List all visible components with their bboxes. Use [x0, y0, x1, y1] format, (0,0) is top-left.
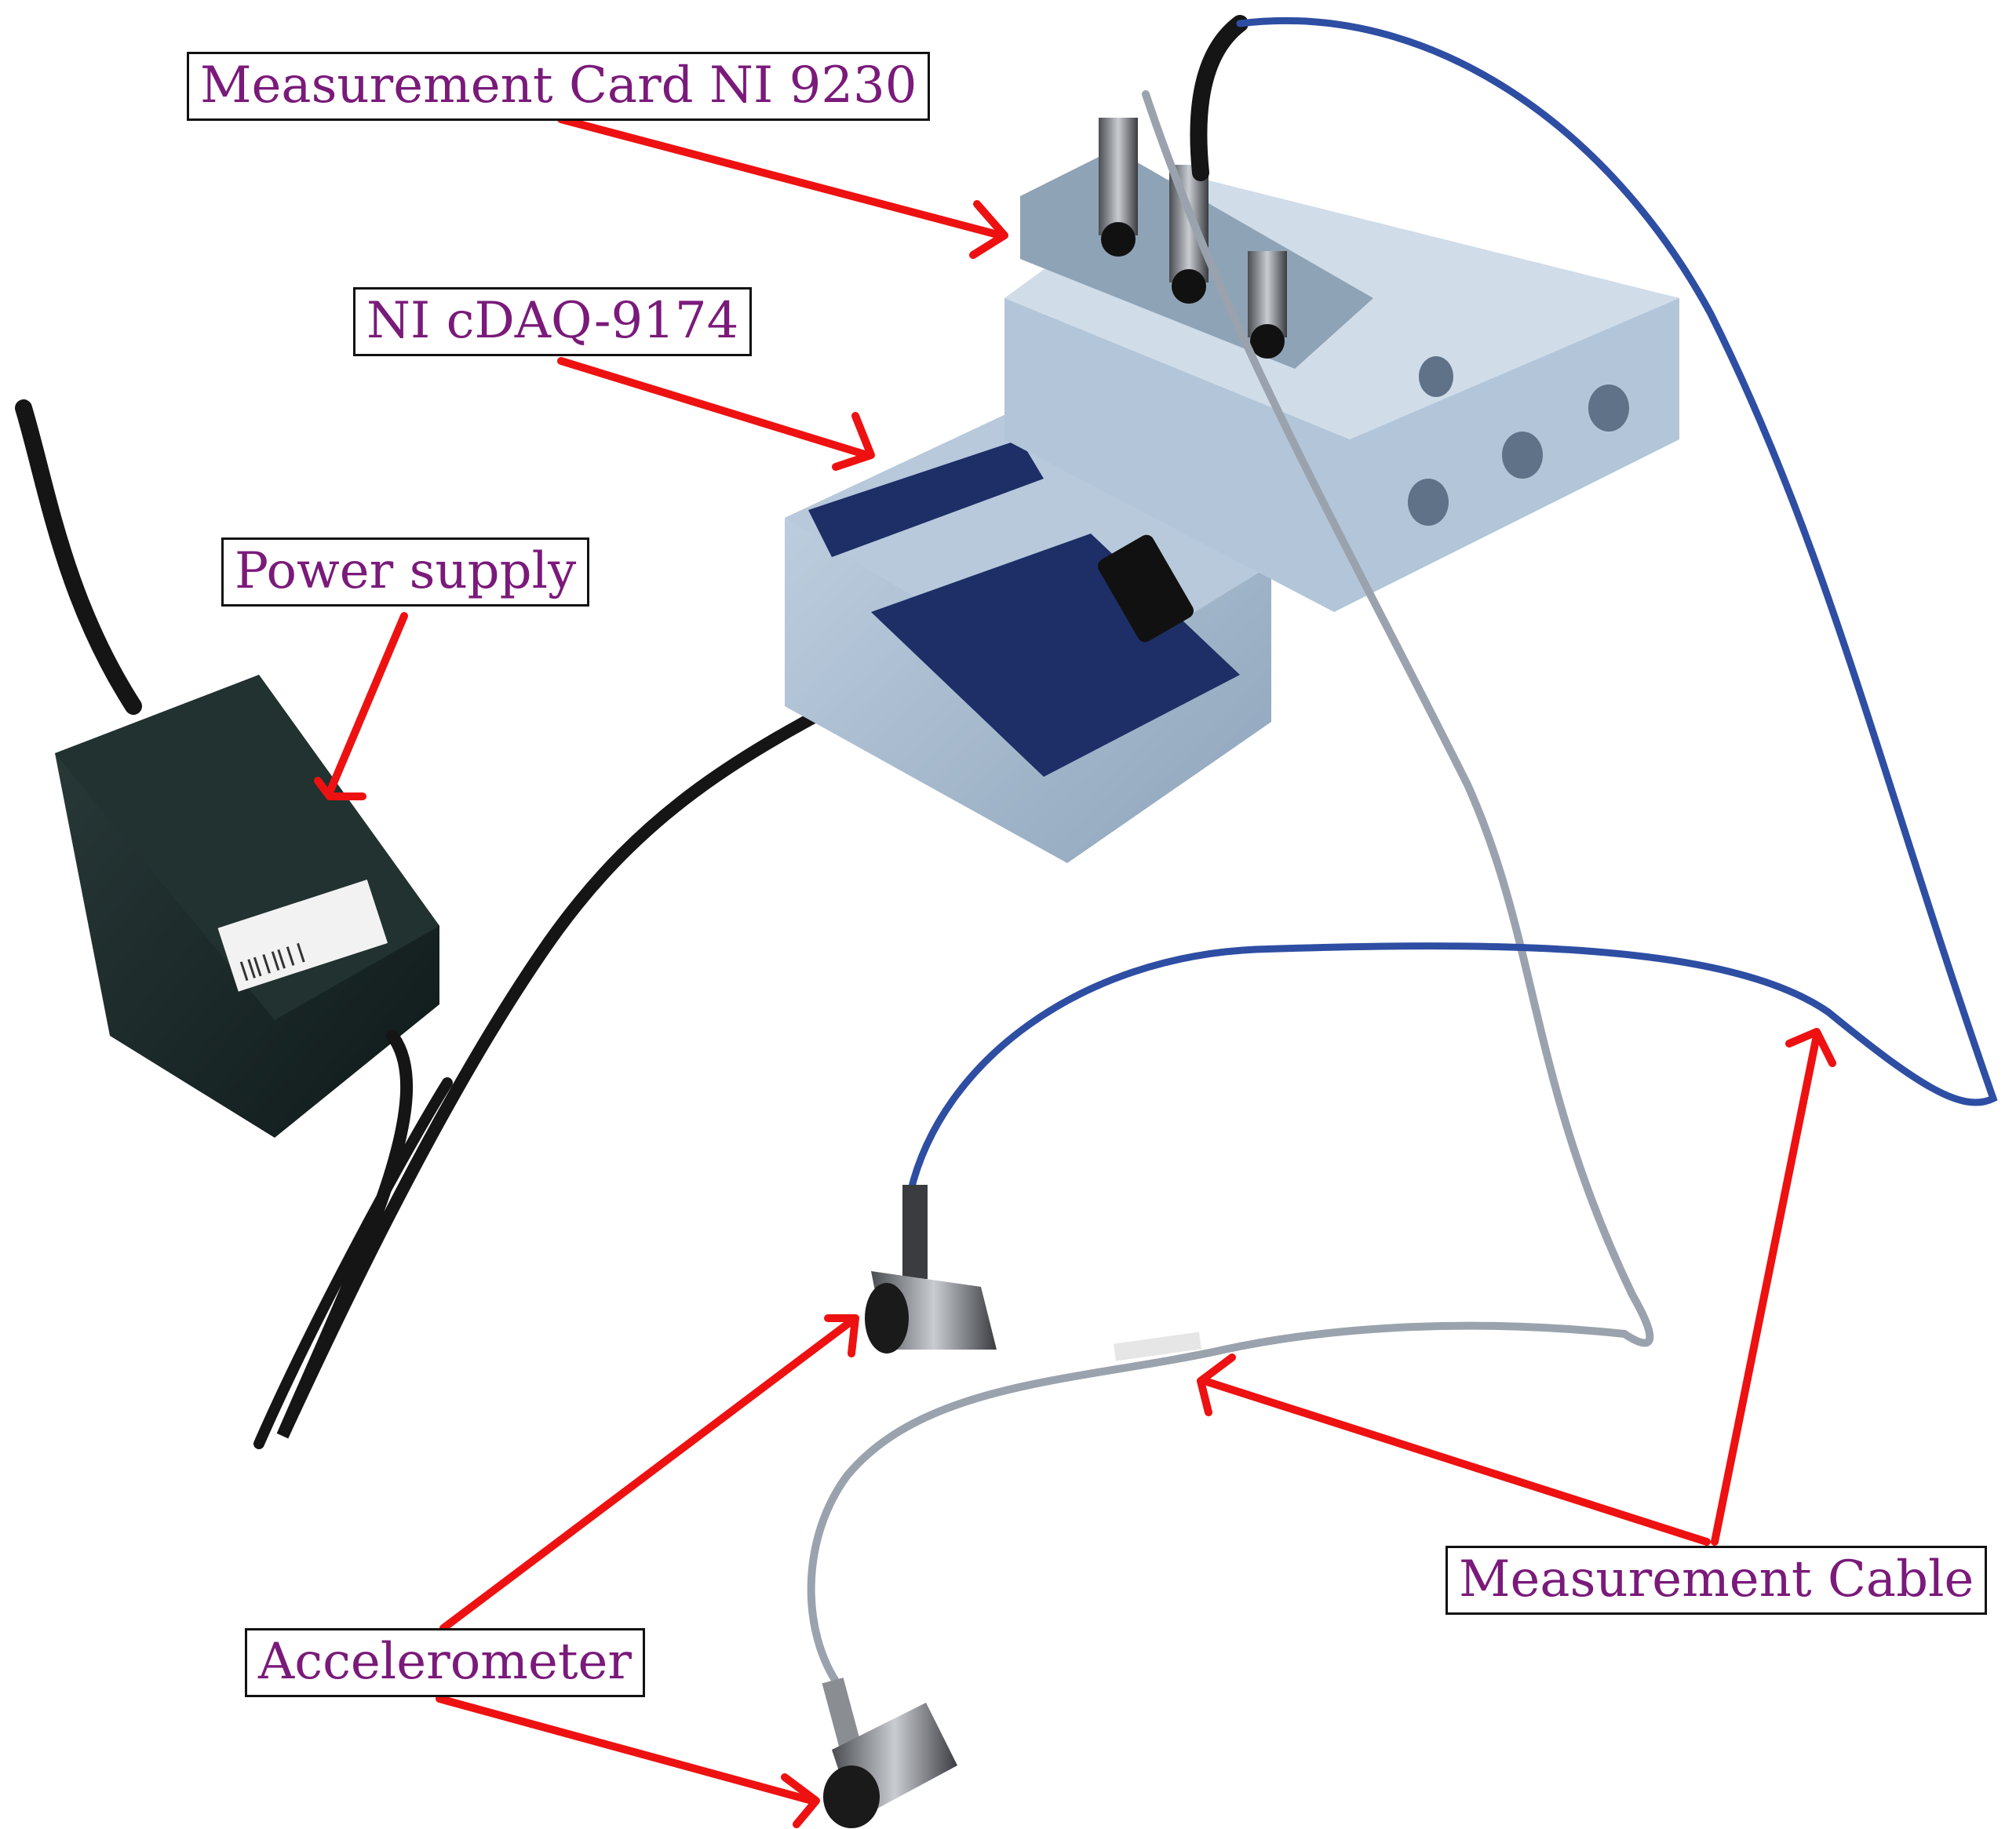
annotation-arrows — [314, 115, 1836, 1828]
arrow-measurement-cable-left — [1201, 1377, 1711, 1546]
label-power-supply: Power supply — [221, 537, 590, 607]
chassis-power-plug — [1098, 534, 1194, 643]
label-accelerometer: Accelerometer — [245, 1628, 645, 1697]
upper-accelerometer — [865, 1185, 997, 1354]
barcode-sticker — [217, 880, 388, 992]
arrow-measurement-cable-right — [1711, 1032, 1821, 1546]
arrow-measurement-card — [557, 115, 1004, 239]
label-cdaq: NI cDAQ-9174 — [353, 287, 753, 356]
grey-measurement-cable — [807, 90, 1654, 1691]
arrow-accelerometer-upper — [439, 1314, 859, 1632]
arrow-accelerometer-lower — [436, 1695, 816, 1805]
lower-accelerometer — [822, 1678, 957, 1828]
power-supply-brick — [55, 675, 439, 1138]
ni-logo-badge — [808, 439, 1044, 557]
arrow-power-supply — [326, 612, 408, 796]
cable-shrink-sleeve — [1114, 1332, 1201, 1361]
blue-measurement-cable — [906, 16, 1998, 1197]
power-supply-cord — [15, 399, 142, 715]
arrow-cdaq — [557, 357, 871, 459]
label-measurement-cable: Measurement Cable — [1445, 1546, 1988, 1615]
label-measurement-card: Measurement Card NI 9230 — [187, 52, 931, 121]
black-bnc-cable — [1190, 15, 1249, 181]
cdaq-chassis — [785, 118, 1679, 863]
